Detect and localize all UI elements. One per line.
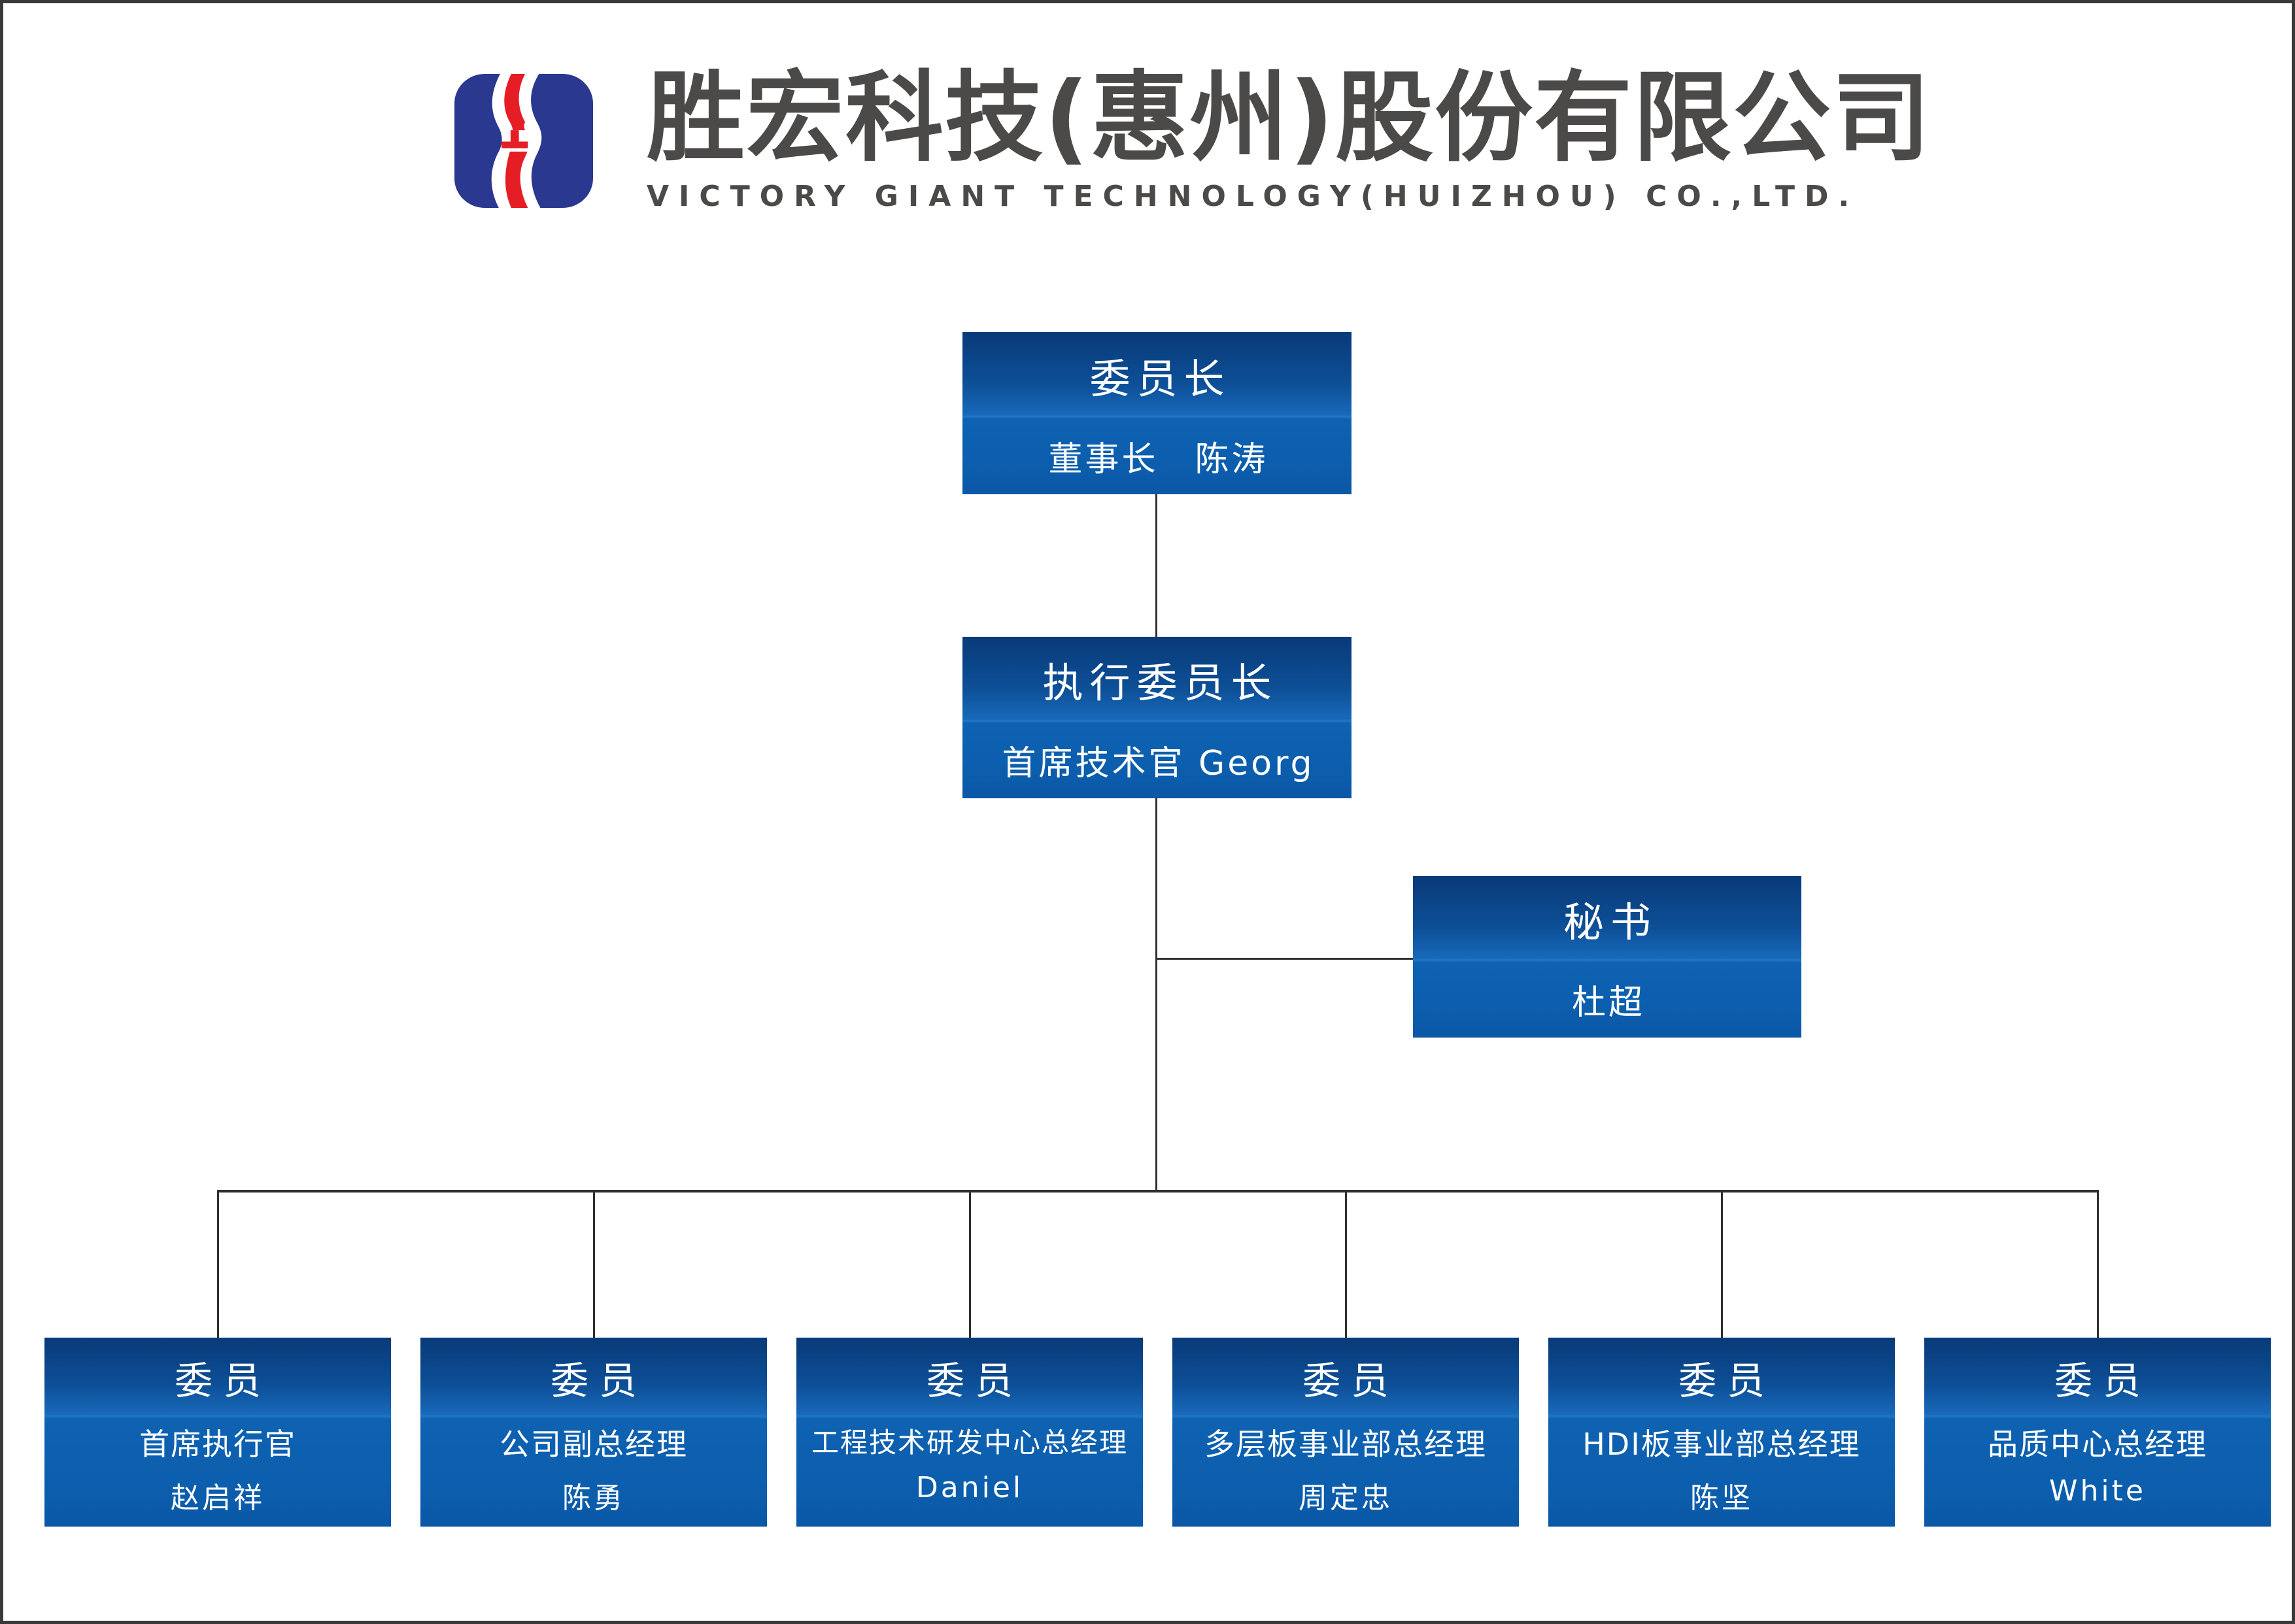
node-member-hdi-bu: 委员 HDI板事业部总经理 陈坚: [1548, 1338, 1895, 1527]
connector-exec-to-rail: [1155, 798, 1157, 1191]
member-2-person: 陈勇: [562, 1481, 625, 1515]
node-exec-chairman: 执行委员长 首席技术官 Georg: [962, 637, 1352, 798]
connector-drop-member-3: [969, 1191, 971, 1339]
secretary-name: 杜超: [1571, 983, 1645, 1023]
node-secretary: 秘书 杜超: [1413, 876, 1801, 1038]
connector-drop-member-2: [593, 1191, 595, 1339]
node-member-deputy-gm: 委员 公司副总经理 陈勇: [420, 1338, 767, 1527]
member-1-role: 首席执行官: [139, 1427, 296, 1463]
connector-drop-member-4: [1345, 1191, 1347, 1339]
chairman-title: 委员长: [1089, 354, 1231, 403]
connector-drop-member-6: [2097, 1191, 2099, 1339]
member-5-role: HDI板事业部总经理: [1582, 1427, 1861, 1463]
exec-chairman-title: 执行委员长: [1042, 659, 1278, 707]
node-member-rd-center: 委员 工程技术研发中心总经理 Daniel: [796, 1338, 1143, 1527]
connector-branch-secretary: [1155, 958, 1413, 960]
member-3-role: 工程技术研发中心总经理: [811, 1427, 1128, 1459]
connector-chairman-to-exec: [1155, 494, 1157, 637]
chairman-name: 董事长 陈涛: [1048, 440, 1268, 480]
connector-drop-member-1: [217, 1191, 219, 1339]
connector-rail: [217, 1190, 2099, 1193]
node-member-ceo: 委员 首席执行官 赵启祥: [44, 1338, 391, 1527]
company-name-block: 胜宏科技(惠州)股份有限公司 VICTORY GIANT TECHNOLOGY(…: [647, 63, 1931, 213]
company-header: 胜宏科技(惠州)股份有限公司 VICTORY GIANT TECHNOLOGY(…: [454, 63, 1931, 213]
exec-chairman-name: 首席技术官 Georg: [1002, 744, 1315, 784]
member-2-role: 公司副总经理: [500, 1427, 688, 1463]
victory-giant-logo-icon: [454, 74, 593, 208]
node-member-quality-center: 委员 品质中心总经理 White: [1924, 1338, 2271, 1527]
member-6-person: White: [2049, 1474, 2146, 1508]
member-4-role: 多层板事业部总经理: [1204, 1427, 1487, 1463]
node-chairman: 委员长 董事长 陈涛: [962, 332, 1352, 494]
company-name-zh: 胜宏科技(惠州)股份有限公司: [647, 61, 1932, 175]
company-name-en: VICTORY GIANT TECHNOLOGY(HUIZHOU) CO.,LT…: [647, 180, 1860, 213]
member-3-person: Daniel: [915, 1471, 1024, 1505]
member-6-role: 品质中心总经理: [1988, 1427, 2207, 1463]
node-member-multilayer-bu: 委员 多层板事业部总经理 周定忠: [1172, 1338, 1519, 1527]
secretary-title: 秘书: [1563, 898, 1658, 947]
member-4-person: 周定忠: [1299, 1481, 1393, 1515]
member-1-person: 赵启祥: [171, 1481, 265, 1515]
connector-drop-member-5: [1721, 1191, 1723, 1339]
member-5-person: 陈坚: [1690, 1481, 1753, 1515]
